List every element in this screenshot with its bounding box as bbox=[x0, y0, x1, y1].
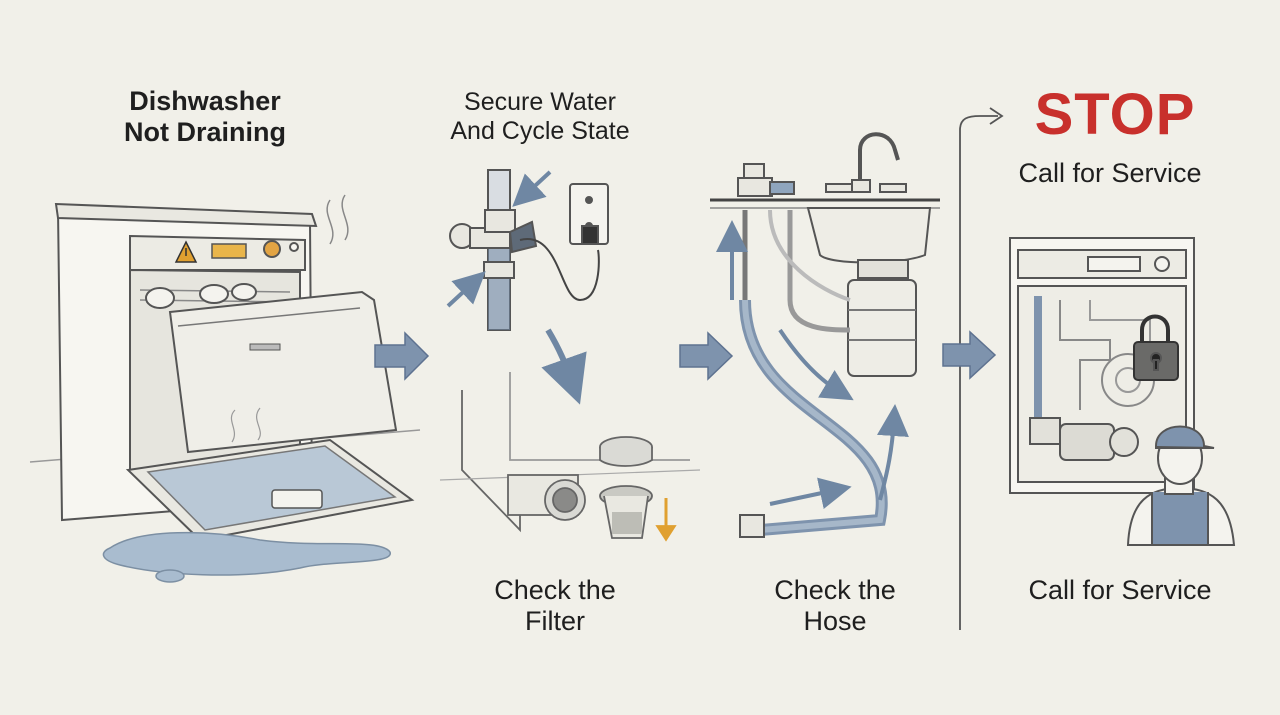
step-arrow-1 bbox=[374, 331, 430, 381]
water-valve-illustration bbox=[446, 169, 609, 405]
dishwasher-illustration bbox=[29, 194, 421, 583]
stop-heading: STOP bbox=[1034, 82, 1196, 147]
padlock-icon bbox=[1133, 314, 1179, 381]
filter-line-2: Filter bbox=[525, 606, 585, 637]
hose-illustration bbox=[710, 132, 940, 538]
secure-step-label: Secure Water And Cycle State bbox=[420, 88, 660, 146]
warning-icon bbox=[174, 240, 198, 263]
diagram-title: Dishwasher Not Draining bbox=[80, 86, 330, 148]
down-arrow-icon bbox=[655, 498, 677, 542]
title-line-1: Dishwasher bbox=[129, 86, 281, 116]
step-arrow-3 bbox=[942, 330, 997, 380]
secure-line-1: Secure Water bbox=[464, 88, 616, 116]
call-for-service-bottom: Call for Service bbox=[1028, 575, 1212, 605]
step-arrow-2 bbox=[679, 331, 734, 381]
call-for-service-top: Call for Service bbox=[1018, 158, 1202, 188]
filter-illustration bbox=[439, 372, 701, 542]
title-line-2: Not Draining bbox=[124, 117, 286, 148]
filter-line-1: Check the bbox=[494, 575, 616, 605]
technician-icon bbox=[1126, 425, 1236, 546]
hose-line-2: Hose bbox=[803, 606, 867, 637]
hose-step-label: Check the Hose bbox=[735, 575, 935, 637]
hose-line-1: Check the bbox=[774, 575, 896, 605]
filter-step-label: Check the Filter bbox=[455, 575, 655, 637]
stop-divider bbox=[959, 107, 1004, 630]
service-illustration bbox=[1009, 237, 1236, 546]
secure-line-2: And Cycle State bbox=[450, 116, 630, 145]
